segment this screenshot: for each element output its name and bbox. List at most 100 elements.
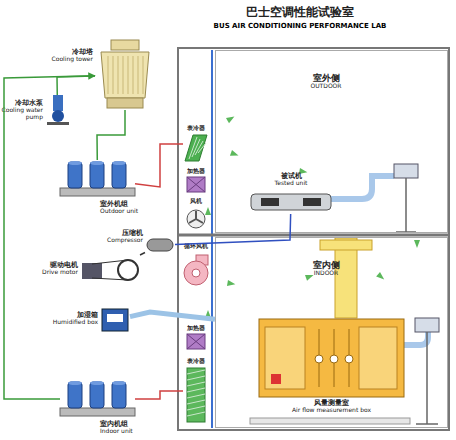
pipe-connector [175, 214, 291, 244]
heater: 加热器 [183, 168, 209, 194]
air-flow-box-icon [259, 319, 404, 397]
node-label: 加热器 [183, 325, 209, 332]
node-label: 被试机 [261, 172, 321, 180]
label-group: 表冷器 [183, 125, 209, 132]
label-group: 风量测量室Air flow measurement box [259, 399, 404, 414]
subtitle: BUS AIR CONDITIONING PERFORMANCE LAB [150, 22, 450, 30]
node-label: 压缩机 [93, 229, 143, 237]
airflow-arrow [205, 207, 211, 215]
node-label: 加湿箱 [38, 311, 98, 319]
node-label: 冷却塔 [37, 48, 93, 56]
airflow-arrow [230, 150, 240, 158]
node-sublabel: Tested unit [261, 180, 321, 187]
pipe-connector [97, 110, 125, 160]
drive-motor: 驱动电机Drive motor [80, 255, 140, 285]
chiller-unit: 室内机组Indoor unit [60, 380, 135, 418]
stand-pole [405, 178, 407, 232]
cooling-coil: 表冷器 [183, 125, 209, 163]
drive-motor-icon [80, 255, 140, 285]
node-sublabel: Humidified box [38, 319, 98, 326]
airflow-arrow [305, 272, 315, 280]
building-outline [178, 48, 449, 430]
humidifier-box: 加湿箱Humidified box [100, 305, 130, 335]
air-handling-wall [211, 50, 213, 428]
label-group: 加热器 [183, 325, 209, 332]
pipe-connector [4, 76, 95, 399]
tested-unit: 被试机Tested unit [251, 186, 331, 214]
title: 巴士空调性能试验室 [150, 4, 450, 21]
duct-hood [320, 240, 372, 250]
node-sublabel: Cooling water pump [1, 107, 43, 121]
node-label: 室内机组 [100, 420, 170, 428]
node-label: 表冷器 [183, 358, 209, 365]
node-sublabel: Indoor unit [100, 428, 170, 435]
heater: 加热器 [183, 325, 209, 351]
label-group: 驱动电机Drive motor [8, 261, 78, 276]
pipe-connector [135, 144, 183, 187]
label-group: 室外侧OUTDOOR [266, 73, 386, 90]
label-group: 加热器 [183, 168, 209, 175]
label-group: 冷却塔Cooling tower [37, 48, 93, 63]
label-group: 风机 [183, 198, 209, 205]
node-sublabel: INDOOR [266, 270, 386, 277]
circulation-fan-icon [183, 243, 209, 295]
label-group: 压缩机Compressor [93, 229, 143, 244]
node-label: 室外机组 [100, 200, 170, 208]
chiller-unit-icon [60, 380, 135, 418]
node-sublabel: Compressor [93, 237, 143, 244]
cooling-tower-icon [95, 40, 155, 110]
pipe-connector [130, 312, 215, 319]
chiller-unit-icon [60, 160, 135, 198]
humidifier-box-icon [100, 305, 130, 335]
node-sublabel: OUTDOOR [266, 83, 386, 90]
node-sublabel: Outdoor unit [100, 208, 170, 215]
indoor-room: 室内侧INDOOR 风量测量室Air flow measurement box [215, 237, 448, 428]
compressor-icon [145, 235, 175, 255]
label-group: 加湿箱Humidified box [38, 311, 98, 326]
label-group: 室内机组Indoor unit [100, 420, 170, 435]
cooling-coil: 表冷器 [183, 358, 209, 424]
outdoor-room: 室外侧OUTDOOR 被试机Tested unit [215, 50, 448, 233]
node-label: 加热器 [183, 168, 209, 175]
label-group: 室外机组Outdoor unit [100, 200, 170, 215]
node-label: 室内侧 [266, 260, 386, 270]
platform [250, 418, 410, 424]
label-group: 室内侧INDOOR [266, 260, 386, 277]
air-flow-box: 风量测量室Air flow measurement box [259, 319, 404, 397]
cooling-tower: 冷却塔Cooling tower [95, 40, 155, 110]
pipe-connector [140, 253, 145, 256]
node-label: 风机 [183, 198, 209, 205]
node-label: 表冷器 [183, 125, 209, 132]
water-pump: 冷却水泵Cooling water pump [45, 95, 70, 125]
airflow-arrow [227, 280, 236, 287]
airflow-arrow [226, 114, 236, 123]
node-label: 风量测量室 [259, 399, 404, 407]
label-group: 冷却水泵Cooling water pump [1, 99, 43, 121]
pipe-connector [135, 391, 183, 399]
label-group: 被试机Tested unit [261, 172, 321, 187]
psychrometer-box [415, 318, 439, 332]
node-label: 室外侧 [266, 73, 386, 83]
stand-base [416, 423, 438, 425]
airflow-arrow [414, 240, 420, 248]
psychrometer-box [394, 164, 418, 178]
node-label: 驱动电机 [8, 261, 78, 269]
node-sublabel: Drive motor [8, 269, 78, 276]
cooling-coil-icon [183, 358, 209, 424]
node-sublabel: Air flow measurement box [259, 407, 404, 414]
tested-unit-icon [251, 186, 331, 214]
sampling-duct [330, 176, 394, 199]
chiller-unit: 室外机组Outdoor unit [60, 160, 135, 198]
circulation-fan: 循环风机 [183, 243, 209, 295]
stand-pole [426, 332, 428, 424]
node-label: 冷却水泵 [1, 99, 43, 107]
label-group: 表冷器 [183, 358, 209, 365]
airflow-arrow [376, 272, 386, 282]
water-pump-icon [45, 95, 70, 125]
pipe-connector [57, 76, 95, 95]
fan: 风机 [183, 198, 209, 230]
compressor: 压缩机Compressor [145, 235, 175, 255]
